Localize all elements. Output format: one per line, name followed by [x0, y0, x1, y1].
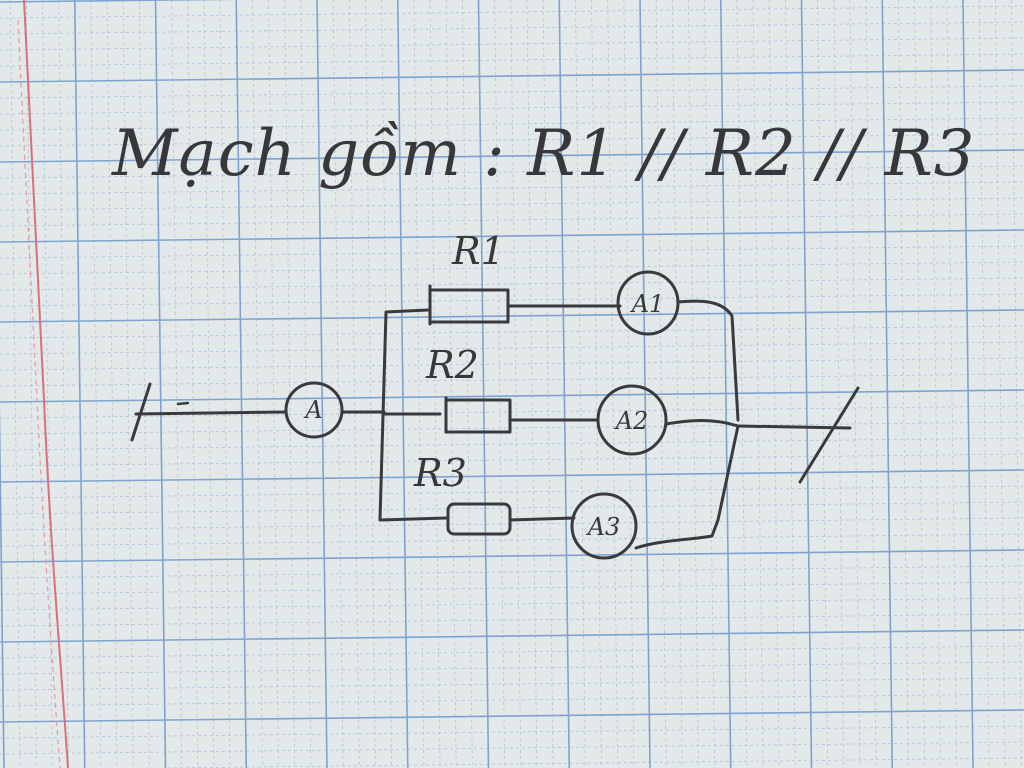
left-bus: [378, 308, 448, 522]
label-r1: R1: [452, 229, 505, 273]
main-ammeter: [284, 381, 344, 439]
ammeter-a2-label: A2: [615, 407, 649, 435]
branch-r3: [446, 424, 740, 560]
ammeter-a3-label: A3: [587, 513, 621, 541]
circuit-heading: Mạch gồm : R1 // R2 // R3: [112, 117, 976, 191]
main-ammeter-label: A: [305, 396, 323, 424]
label-r3: R3: [414, 451, 467, 495]
branch-r1: [428, 270, 740, 422]
input-terminal: [130, 382, 288, 442]
ammeter-a1-label: A1: [631, 290, 665, 318]
margin-line: [17, 0, 69, 768]
branch-r2: [444, 384, 740, 456]
output-terminal: [736, 386, 860, 484]
label-r2: R2: [426, 343, 479, 387]
